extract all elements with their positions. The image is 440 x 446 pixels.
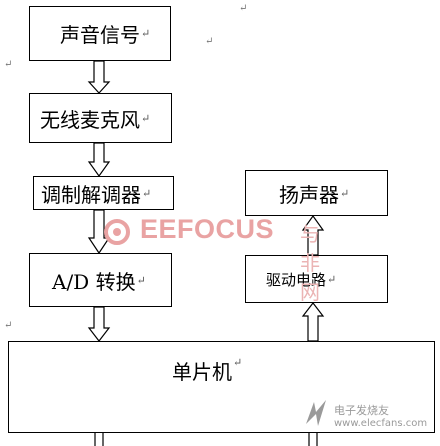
paragraph-mark: ↵ — [327, 272, 337, 286]
arrow-signal-to-mic — [87, 60, 111, 94]
block-speaker-label: 扬声器 — [279, 182, 339, 207]
block-mcu-label: 单片机 — [172, 360, 232, 384]
paragraph-mark: ↵ — [233, 356, 243, 369]
block-ad-convert-label: A/D 转换 — [52, 269, 136, 294]
stray-paragraph-mark: ↵ — [4, 59, 13, 70]
stray-paragraph-mark: ↵ — [205, 36, 214, 47]
arrow-ad-to-mcu — [87, 306, 111, 342]
paragraph-mark: ↵ — [136, 273, 146, 287]
arrow-modem-to-ad — [87, 209, 111, 255]
eefocus-logo-icon — [104, 219, 130, 245]
paragraph-mark: ↵ — [141, 27, 151, 40]
block-wireless-mic-label: 无线麦克风 — [40, 107, 140, 132]
elecfans-site-name: 电子发烧友 — [334, 404, 389, 417]
elecfans-logo-icon — [306, 400, 326, 426]
arrow-driver-to-speaker — [301, 214, 325, 256]
stray-paragraph-mark: ↵ — [239, 3, 248, 14]
block-sound-signal: 声音信号↵ — [29, 6, 171, 61]
paragraph-mark: ↵ — [141, 111, 151, 125]
eefocus-brand-cn: 与非网 — [300, 222, 320, 304]
block-speaker: 扬声器↵ — [245, 170, 388, 216]
block-modem-label: 调制解调器 — [41, 182, 141, 207]
arrow-mic-to-modem — [87, 142, 111, 178]
paragraph-mark: ↵ — [340, 186, 350, 200]
arrow-mcu-to-driver — [301, 302, 325, 342]
elecfans-url: www.elecfans.com — [334, 418, 428, 429]
block-driver-circuit-label: 驱动电路 — [266, 270, 327, 289]
paragraph-mark: ↵ — [142, 186, 152, 200]
stray-paragraph-mark: ↵ — [4, 320, 13, 331]
eefocus-brand: EEFOCUS — [140, 214, 275, 244]
block-mcu: 单片机↵ — [8, 341, 435, 433]
block-wireless-mic: 无线麦克风↵ — [29, 93, 172, 143]
block-modem: 调制解调器↵ — [33, 176, 174, 210]
block-driver-circuit: 驱动电路↵ — [245, 255, 388, 303]
block-sound-signal-label: 声音信号 — [60, 23, 140, 47]
block-ad-convert: A/D 转换↵ — [29, 253, 172, 307]
